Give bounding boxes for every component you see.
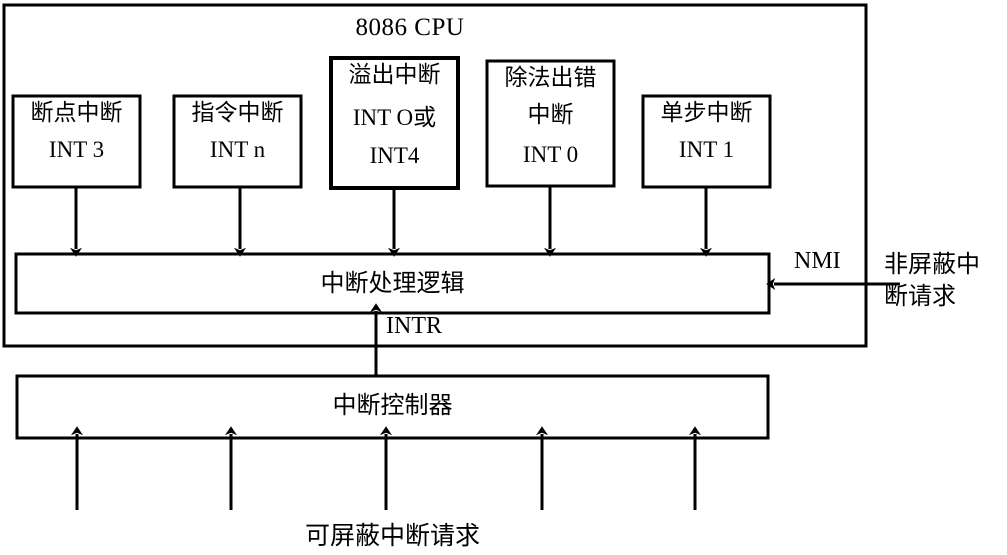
cpu-outer-box (2, 3, 868, 348)
source-label-breakpoint-line2: INT 3 (48, 137, 105, 162)
source-label-instruction-line2: INT n (209, 137, 266, 162)
source-label-overflow-line2: INT O或 (352, 105, 437, 130)
interrupt-controller-box (15, 374, 770, 440)
source-label-breakpoint-line1: 断点中断 (30, 100, 123, 126)
maskable-request-label: 可屏蔽中断请求 (304, 521, 480, 550)
nmi-description-line1: 非屏蔽中 (884, 250, 980, 278)
intr-signal-label: INTR (386, 313, 442, 339)
source-label-overflow-line3: INT4 (369, 143, 420, 168)
source-box-instruction (172, 94, 303, 189)
interrupt-logic-label: 中断处理逻辑 (320, 269, 465, 297)
source-label-divide-error-line1: 除法出错 (504, 65, 597, 91)
nmi-description-line2: 断请求 (884, 282, 956, 310)
interrupt-controller-label: 中断控制器 (332, 391, 453, 419)
source-label-single-step-line1: 单步中断 (660, 100, 753, 126)
source-label-single-step-line2: INT 1 (678, 137, 735, 162)
cpu-title: 8086 CPU (355, 14, 465, 41)
source-label-divide-error-line3: INT 0 (522, 142, 579, 167)
source-label-instruction-line1: 指令中断 (191, 100, 284, 126)
nmi-signal-label: NMI (794, 248, 841, 274)
source-label-overflow-line1: 溢出中断 (348, 62, 441, 88)
source-label-divide-error-line2: 中断 (527, 102, 574, 128)
